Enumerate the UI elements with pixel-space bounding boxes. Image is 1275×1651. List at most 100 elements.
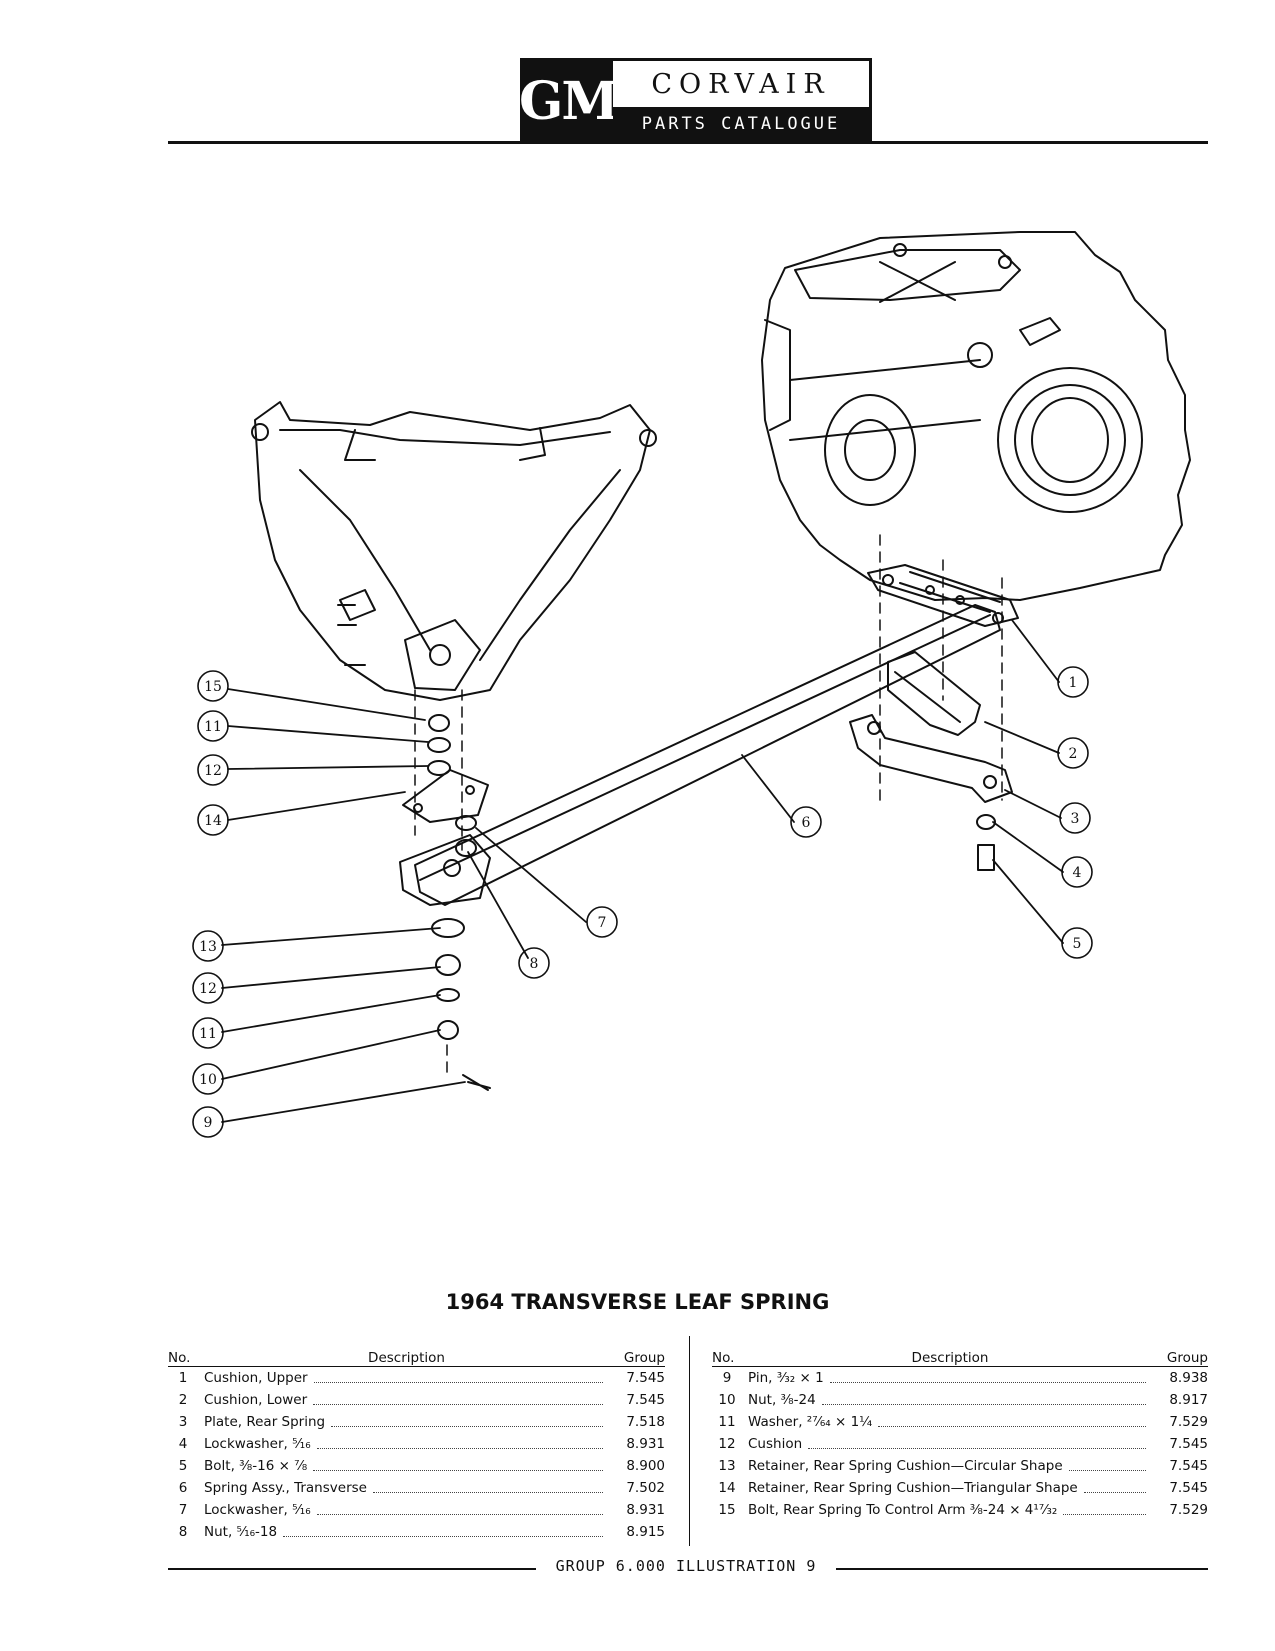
dot-leader — [878, 1425, 1146, 1427]
svg-text:10: 10 — [199, 1072, 217, 1088]
part-number: 14 — [718, 1480, 736, 1496]
svg-text:2: 2 — [1069, 746, 1078, 762]
svg-text:13: 13 — [199, 939, 217, 955]
part-description: Lockwasher, ⁵⁄₁₆ — [204, 1502, 311, 1518]
callout-14: 14 — [197, 804, 229, 836]
part-number: 6 — [178, 1480, 188, 1496]
exploded-parts-illustration: 15 11 12 14 13 12 11 10 9 1 2 3 4 5 6 7 … — [192, 231, 1191, 1138]
group-number: 7.545 — [1169, 1458, 1208, 1474]
header-rule — [168, 141, 1208, 144]
dot-leader — [313, 1469, 603, 1471]
part-description: Cushion — [748, 1436, 803, 1452]
svg-text:12: 12 — [199, 981, 217, 997]
table-header: No. Description Group — [168, 1336, 665, 1367]
svg-text:3: 3 — [1071, 811, 1080, 827]
table-row: 7 Lockwasher, ⁵⁄₁₆ 8.931 — [168, 1499, 665, 1521]
group-number: 8.938 — [1169, 1370, 1208, 1386]
part-number: 1 — [178, 1370, 188, 1386]
callout-3: 3 — [1059, 802, 1091, 834]
table-header: No. Description Group — [712, 1336, 1208, 1367]
triangular-retainer-drawing — [402, 769, 489, 823]
group-number: 8.931 — [626, 1436, 665, 1452]
part-number: 2 — [178, 1392, 188, 1408]
svg-text:8: 8 — [530, 956, 539, 972]
table-row: 10 Nut, ⅜-24 8.917 — [712, 1389, 1208, 1411]
table-row: 14 Retainer, Rear Spring Cushion—Triangul… — [712, 1477, 1208, 1499]
part-number: 10 — [718, 1392, 736, 1408]
group-number: 8.900 — [626, 1458, 665, 1474]
svg-text:11: 11 — [204, 719, 222, 735]
dot-leader — [821, 1403, 1146, 1405]
part-description: Nut, ⁵⁄₁₆-18 — [204, 1524, 278, 1540]
callout-1: 1 — [1057, 666, 1089, 698]
part-number: 15 — [718, 1502, 736, 1518]
dot-leader — [313, 1403, 603, 1405]
part-description: Bolt, ⅜-16 × ⅞ — [204, 1458, 308, 1474]
part-description: Nut, ⅜-24 — [748, 1392, 816, 1408]
table-row: 1 Cushion, Upper 7.545 — [168, 1367, 665, 1389]
column-divider — [689, 1336, 690, 1546]
part-description: Plate, Rear Spring — [204, 1414, 326, 1430]
part-description: Retainer, Rear Spring Cushion—Circular S… — [748, 1458, 1063, 1474]
rear-spring-plate-drawing — [849, 714, 1013, 803]
svg-text:11: 11 — [199, 1026, 217, 1042]
part-number: 8 — [178, 1524, 188, 1540]
svg-text:12: 12 — [204, 763, 222, 779]
callout-12-upper: 12 — [197, 754, 229, 786]
col-group-header: Group — [623, 1350, 665, 1366]
svg-text:5: 5 — [1073, 936, 1082, 952]
control-arm-drawing — [251, 401, 657, 701]
illustration-caption: 1964 TRANSVERSE LEAF SPRING — [445, 1290, 830, 1314]
dot-leader — [1063, 1513, 1146, 1515]
part-description: Bolt, Rear Spring To Control Arm ⅜-24 × … — [748, 1502, 1058, 1518]
col-no-header: No. — [712, 1350, 735, 1366]
group-number: 7.545 — [626, 1392, 665, 1408]
callout-10: 10 — [192, 1063, 224, 1095]
lower-cushion-drawing — [887, 651, 981, 736]
col-description-header: Description — [368, 1350, 445, 1366]
part-description: Washer, ²⁷⁄₆₄ × 1¼ — [748, 1414, 873, 1430]
catalogue-subtitle: PARTS CATALOGUE — [613, 107, 869, 141]
dot-leader — [372, 1491, 603, 1493]
dot-leader — [808, 1447, 1146, 1449]
svg-text:1: 1 — [1069, 675, 1078, 691]
group-number: 8.917 — [1169, 1392, 1208, 1408]
svg-text:9: 9 — [204, 1115, 213, 1131]
col-no-header: No. — [168, 1350, 191, 1366]
group-number: 7.545 — [626, 1370, 665, 1386]
fastener-stack-drawing — [427, 714, 996, 1091]
callout-13: 13 — [192, 930, 224, 962]
part-description: Lockwasher, ⁵⁄₁₆ — [204, 1436, 311, 1452]
callouts: 15 11 12 14 13 12 11 10 9 1 2 3 4 5 6 7 … — [192, 666, 1093, 1138]
dot-leader — [331, 1425, 603, 1427]
svg-text:6: 6 — [802, 815, 811, 831]
part-description: Cushion, Lower — [204, 1392, 308, 1408]
part-number: 7 — [178, 1502, 188, 1518]
callout-12-lower: 12 — [192, 972, 224, 1004]
group-number: 7.502 — [626, 1480, 665, 1496]
leader-lines — [221, 619, 1064, 1123]
part-description: Cushion, Upper — [204, 1370, 308, 1386]
part-description: Retainer, Rear Spring Cushion—Triangular… — [748, 1480, 1078, 1496]
callout-5: 5 — [1061, 927, 1093, 959]
dot-leader — [316, 1513, 603, 1515]
callout-11-lower: 11 — [192, 1017, 224, 1049]
group-number: 7.529 — [1169, 1414, 1208, 1430]
callout-6: 6 — [790, 806, 822, 838]
table-row: 15 Bolt, Rear Spring To Control Arm ⅜-24 … — [712, 1499, 1208, 1521]
dot-leader — [1068, 1469, 1146, 1471]
callout-8: 8 — [518, 947, 550, 979]
group-number: 8.931 — [626, 1502, 665, 1518]
group-number: 7.529 — [1169, 1502, 1208, 1518]
parts-table-left: No. Description Group 1 Cushion, Upper 7.5… — [168, 1336, 665, 1543]
svg-text:15: 15 — [204, 679, 222, 695]
dot-leader — [1083, 1491, 1146, 1493]
